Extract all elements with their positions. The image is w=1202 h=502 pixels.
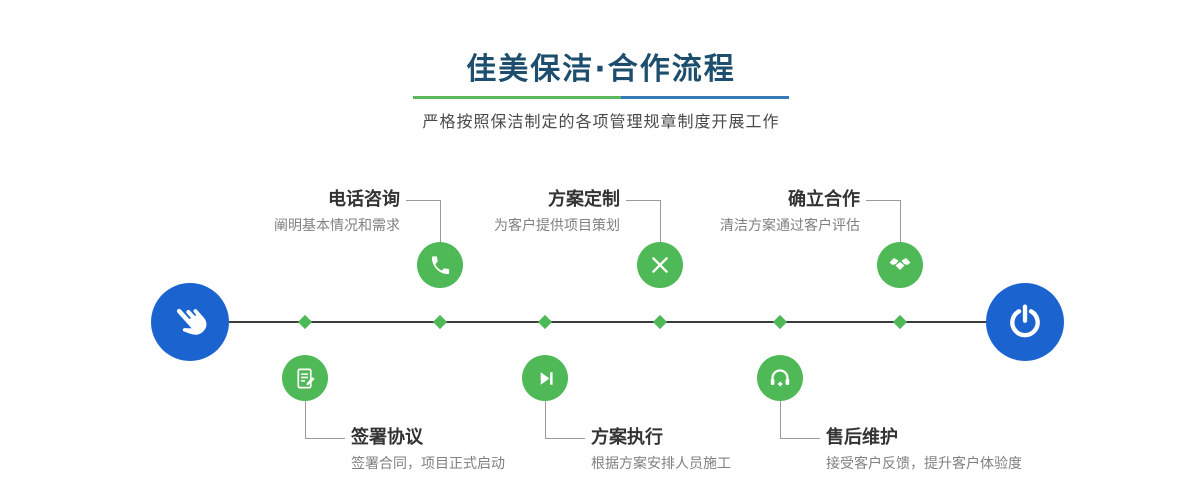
step-label: 电话咨询 [328,189,400,210]
connector-line [545,401,546,438]
step-label: 方案执行 [591,427,663,448]
connector-line [305,401,306,438]
page-subtitle: 严格按照保洁制定的各项管理规章制度开展工作 [422,112,780,131]
step-label: 签署协议 [351,427,423,448]
step-node-contract [282,355,328,401]
step-node-execute [522,355,568,401]
connector-line [545,438,585,439]
handshake-icon [888,253,912,277]
connector-line [900,200,901,243]
step-node-support [757,355,803,401]
step-desc: 签署合同，项目正式启动 [351,456,505,472]
step-label: 售后维护 [826,427,898,448]
contract-icon [294,367,317,390]
step-desc: 根据方案安排人员施工 [591,456,731,472]
headset-icon [768,366,792,390]
design-icon [649,254,671,276]
connector-line [780,438,820,439]
step-node-phone [417,242,463,288]
power-icon [1005,302,1045,342]
connector-line [440,200,441,243]
step-desc: 接受客户反馈，提升客户体验度 [826,456,1022,472]
page-title: 佳美保洁·合作流程 [466,52,736,87]
step-desc: 清洁方案通过客户评估 [720,218,860,234]
divider-green-segment [413,96,621,99]
pointer-hand-icon [162,294,218,350]
step-desc: 为客户提供项目策划 [494,218,620,234]
connector-line [626,200,660,201]
connector-line [305,438,345,439]
connector-line [660,200,661,243]
step-desc: 阐明基本情况和需求 [274,218,400,234]
timeline-start-node [151,283,229,361]
play-icon [534,367,557,390]
connector-line [406,200,440,201]
step-label: 确立合作 [788,189,860,210]
timeline-end-node [986,283,1064,361]
step-node-design [637,242,683,288]
title-divider [413,96,789,99]
phone-icon [429,254,452,277]
timeline-diamond [772,314,788,330]
step-label: 方案定制 [548,189,620,210]
step-node-handshake [877,242,923,288]
divider-blue-segment [621,96,789,99]
connector-line [780,401,781,438]
connector-line [866,200,900,201]
timeline-line [190,321,1025,323]
